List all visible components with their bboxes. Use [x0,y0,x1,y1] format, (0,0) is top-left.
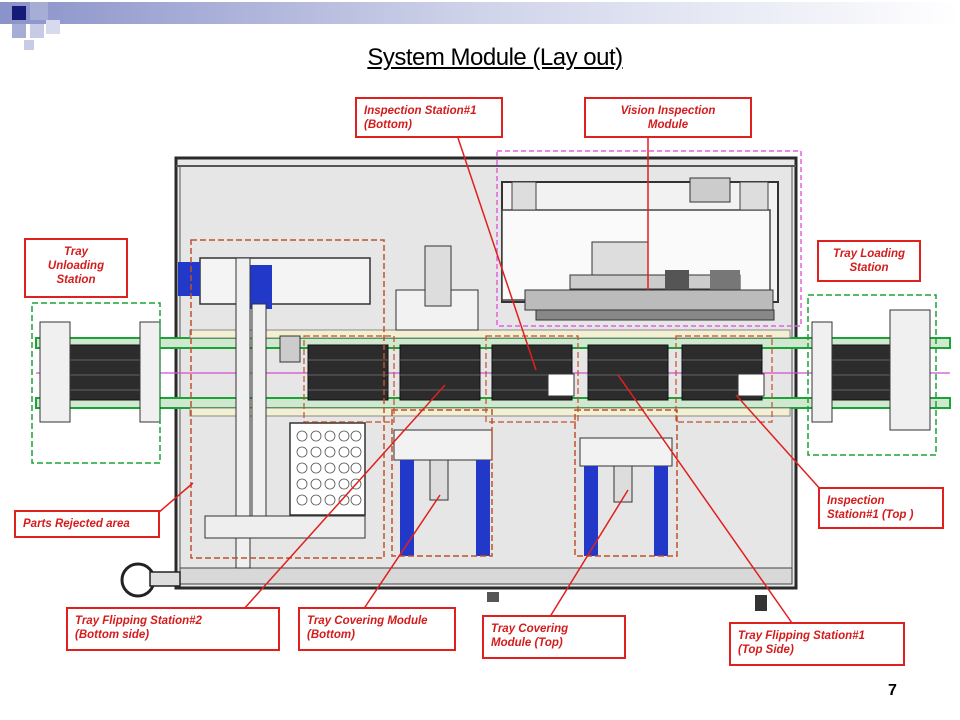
wheel-icon [120,562,156,598]
label-inspection-station-top: Inspection Station#1 (Top ) [818,487,944,529]
page-title: System Module (Lay out) [367,44,623,71]
label-parts-rejected-area: Parts Rejected area [14,510,160,538]
label-inspection-station-bottom: Inspection Station#1 (Bottom) [355,97,503,138]
trays [69,344,899,401]
label-tray-flipping-station-1: Tray Flipping Station#1 (Top Side) [729,622,905,666]
label-vision-inspection-module: Vision Inspection Module [584,97,752,138]
label-tray-covering-module-bottom: Tray Covering Module (Bottom) [298,607,456,651]
label-tray-loading-station: Tray Loading Station [817,240,921,282]
label-tray-covering-module-top: Tray Covering Module (Top) [482,615,626,659]
label-tray-unloading-station: Tray Unloading Station [24,238,128,298]
page-number: 7 [888,682,897,699]
parts-rejected-tray [289,422,366,516]
label-tray-flipping-station-2: Tray Flipping Station#2 (Bottom side) [66,607,280,651]
decorative-squares [0,2,960,50]
